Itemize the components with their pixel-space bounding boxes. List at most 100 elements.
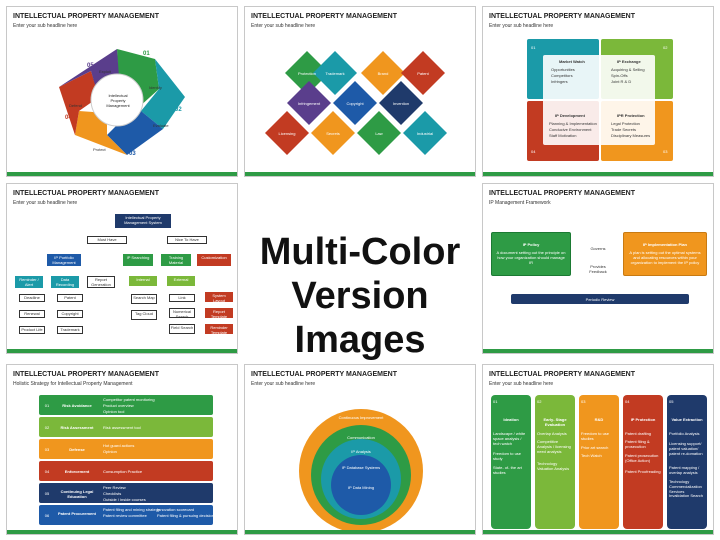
tree-level3: Reminder / Alert xyxy=(15,276,43,288)
ip-policy-title: IP Policy xyxy=(522,242,540,247)
strategy-detail: Opinion tool xyxy=(103,409,125,414)
quadrant-item: Legal Protection xyxy=(611,121,640,126)
strategy-label: Enforcement xyxy=(64,469,90,474)
tree-level2: Customization xyxy=(197,254,231,266)
process-title: IP Protection xyxy=(630,417,656,422)
ip-plan-text: A plan is setting out the optimal system… xyxy=(629,250,701,265)
slide-thumbnail-tree[interactable]: INTELLECTUAL PROPERTY MANAGEMENT Enter y… xyxy=(6,183,238,354)
strategy-number: 01 xyxy=(44,403,50,408)
cycle-center-label: Intellectual Property Management xyxy=(106,93,130,108)
tree-leaf: Renewal xyxy=(19,310,45,318)
process-column-1 xyxy=(491,395,531,529)
quadrant-title: IP Exchange xyxy=(617,59,641,64)
slide-bottom-bar xyxy=(245,172,475,176)
slide-title: INTELLECTUAL PROPERTY MANAGEMENT xyxy=(13,371,159,378)
strategy-detail: Product overview xyxy=(103,403,134,408)
strategy-number: 04 xyxy=(44,469,50,474)
cycle-item-number: 03 xyxy=(129,151,136,157)
process-item: Invalidation Search xyxy=(669,493,704,498)
cycle-item-label: Exploit xyxy=(99,69,112,74)
strategy-row-4 xyxy=(39,461,213,481)
slide-thumbnail-diamonds[interactable]: INTELLECTUAL PROPERTY MANAGEMENT Enter y… xyxy=(244,6,476,177)
review-bar xyxy=(511,294,689,304)
slide-subtitle: Enter your sub headline here xyxy=(13,200,78,206)
process-column-3 xyxy=(579,395,619,529)
quadrant-item: Trade Secrets xyxy=(611,127,636,132)
process-item: Freedom to use studies xyxy=(581,431,610,441)
tree-leaf: Report Template xyxy=(205,308,233,319)
quadrant-title: IPR Protection xyxy=(617,113,645,118)
cycle-item-label: Evaluate xyxy=(153,123,169,128)
process-title: Value Extraction xyxy=(671,417,703,422)
process-item: Portfolio Analysis xyxy=(669,431,700,436)
concentric-rings xyxy=(299,409,423,533)
slide-thumbnail-strategy[interactable]: INTELLECTUAL PROPERTY MANAGEMENT Holisti… xyxy=(6,364,238,535)
strategy-row-5 xyxy=(39,483,213,503)
slide-title: INTELLECTUAL PROPERTY MANAGEMENT xyxy=(489,13,635,20)
strategy-label: Patent Procurement xyxy=(57,511,96,516)
slide-thumbnail-quadrants[interactable]: INTELLECTUAL PROPERTY MANAGEMENT Enter y… xyxy=(482,6,714,177)
tree-leaf: Reminder Template xyxy=(205,324,233,335)
ip-plan-box xyxy=(623,232,707,276)
process-item: Technology Commercialization Services xyxy=(669,479,702,494)
process-item: Tech Watch xyxy=(581,453,602,458)
strategy-number: 06 xyxy=(44,513,50,518)
tree-leaf: Field Search xyxy=(169,324,195,334)
center-heading-line2: Version Images xyxy=(291,275,429,361)
strategy-detail: Peer Review xyxy=(103,485,126,490)
quadrant-item: Opportunities xyxy=(551,67,575,72)
process-item: Patent mapping / overlap analysis xyxy=(669,465,700,475)
quadrant-item: Spin-Offs xyxy=(611,73,628,78)
center-heading: Multi-Color Version Images xyxy=(244,230,476,362)
process-title: R&D xyxy=(594,417,604,422)
strategy-detail: Checklists xyxy=(103,491,122,496)
tree-leaf: Copyright xyxy=(57,310,83,318)
tree-level3: Data Recording xyxy=(51,276,79,288)
tree-level1: Must Have xyxy=(87,236,127,244)
slide-subtitle: IP Management Framework xyxy=(489,200,551,206)
tree-leaf: Product Life xyxy=(19,326,45,334)
diamond-label: Trademark xyxy=(325,71,345,76)
strategy-detail: Competitor patent monitoring xyxy=(103,397,155,402)
process-column-2 xyxy=(535,395,575,529)
slide-subtitle: Enter your sub headline here xyxy=(251,381,316,387)
tree-leaf: Tag Cloud xyxy=(131,310,157,320)
quadrant-item: Disciplinary Measures xyxy=(611,133,651,138)
quadrant-title: Market Watch xyxy=(559,59,585,64)
process-item: Freedom to use study xyxy=(493,451,522,461)
slide-thumbnail-process[interactable]: INTELLECTUAL PROPERTY MANAGEMENT Enter y… xyxy=(482,364,714,535)
slide-thumbnail-cycle[interactable]: INTELLECTUAL PROPERTY MANAGEMENT Enter y… xyxy=(6,6,238,177)
tree-level3: Report Generation xyxy=(87,276,115,288)
strategy-detail: Hot guard actions xyxy=(103,443,135,448)
slide-thumbnail-concentric[interactable]: INTELLECTUAL PROPERTY MANAGEMENT Enter y… xyxy=(244,364,476,535)
strategy-label: Risk Avoidance xyxy=(62,403,92,408)
quadrant-number: 04 xyxy=(531,149,536,154)
process-number: 04 xyxy=(625,399,630,404)
slide-thumbnail-framework[interactable]: INTELLECTUAL PROPERTY MANAGEMENT IP Mana… xyxy=(482,183,714,354)
strategy-detail: Outside / inside courses xyxy=(103,497,146,502)
strategy-row-1 xyxy=(39,395,213,415)
quadrant-item: Conducive Environment xyxy=(549,127,592,132)
diamond-grid xyxy=(265,51,447,155)
ip-plan-title: IP Implementation Plan xyxy=(643,242,687,247)
diamond-label: Secrets xyxy=(326,131,340,136)
strategy-row-2 xyxy=(39,417,213,437)
process-number: 01 xyxy=(493,399,498,404)
process-item: Landscape / white space analysis / tech … xyxy=(493,431,526,446)
process-item: Patent drafting xyxy=(625,431,652,436)
slide-title: INTELLECTUAL PROPERTY MANAGEMENT xyxy=(251,13,397,20)
quadrant-title: IP Development xyxy=(555,113,585,118)
slide-bottom-bar xyxy=(7,530,237,534)
quadrant-number: 02 xyxy=(663,45,668,50)
ip-policy-box xyxy=(491,232,571,276)
process-number: 02 xyxy=(537,399,542,404)
quadrant-item: Infringers xyxy=(551,79,568,84)
strategy-number: 03 xyxy=(44,447,50,452)
tree-leaf: System Layout xyxy=(205,292,233,303)
tree-leaf: Patent xyxy=(57,294,83,302)
process-number: 05 xyxy=(669,399,674,404)
strategy-number: 02 xyxy=(44,425,50,430)
quadrant-item: Planning & Implementation xyxy=(549,121,597,126)
slide-title: INTELLECTUAL PROPERTY MANAGEMENT xyxy=(489,190,635,197)
cycle-item-label: Protect xyxy=(93,147,106,152)
